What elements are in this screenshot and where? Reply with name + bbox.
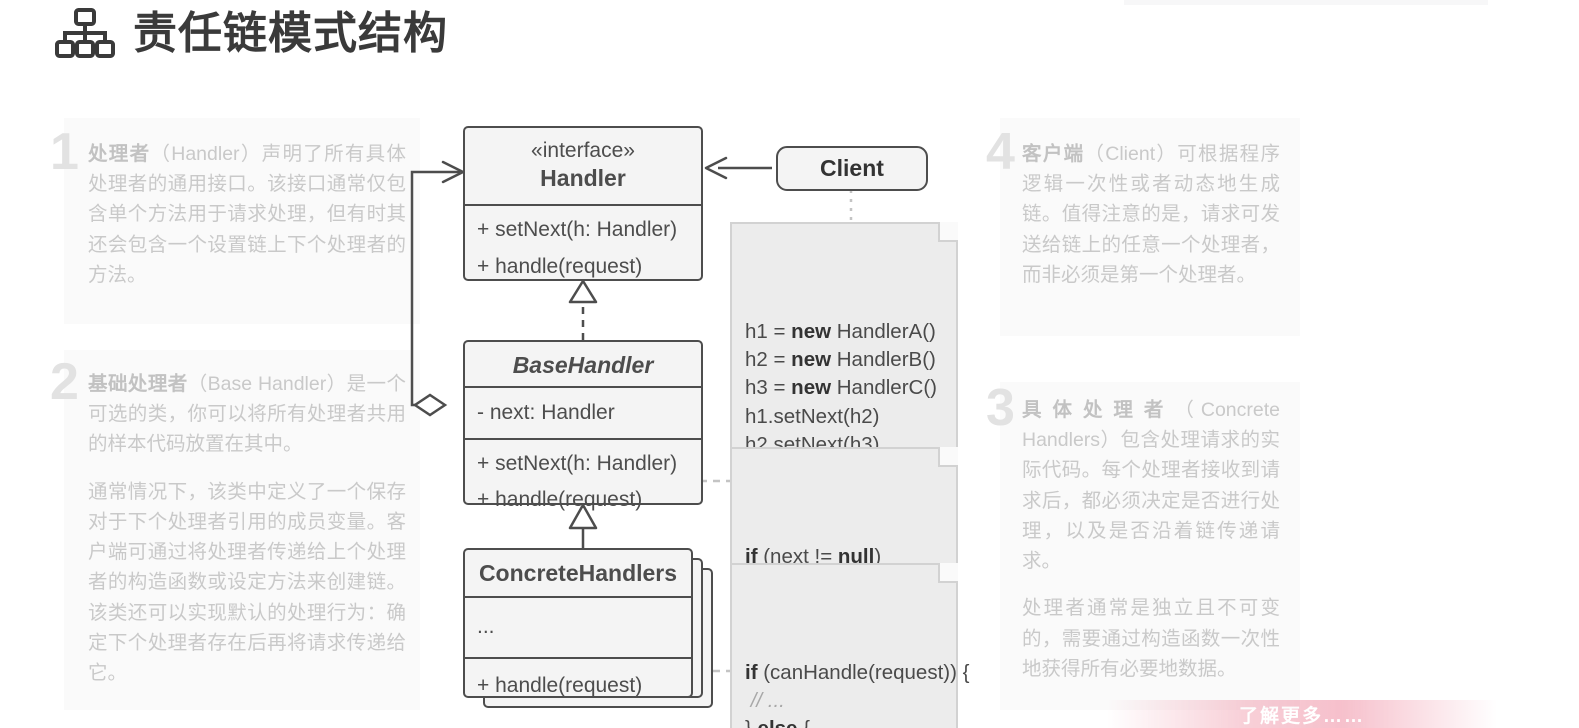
basehandler-methods: + setNext(h: Handler) + handle(request) (465, 440, 701, 524)
basehandler-method-1: + handle(request) (477, 488, 643, 512)
note-1-text: （Handler）声明了所有具体处理者的通用接口。该接口通常仅包含单个方法用于请… (88, 143, 406, 286)
note-fold-corner-icon (938, 563, 958, 583)
concretehandlers-field-0: ... (477, 615, 495, 638)
note-fold-corner-icon (938, 447, 958, 467)
concretehandlers-method-0: + handle(request) (477, 673, 643, 697)
code-note-concretehandlers: if (canHandle(request)) { // ... } else {… (730, 563, 970, 728)
note-number-3: 3 (986, 379, 1015, 437)
note-number-1: 1 (50, 123, 79, 181)
concretehandlers-methods: + handle(request) (465, 659, 691, 713)
concretehandlers-fields: ... (465, 598, 691, 659)
code-line: if (next != null) (745, 544, 882, 568)
class-box-concretehandlers[interactable]: ConcreteHandlers ... + handle(request) (463, 548, 693, 698)
note-panel-1 (64, 118, 420, 324)
code-note-concretehandlers-lines: if (canHandle(request)) { // ... } else {… (745, 659, 970, 728)
note-1-term: 处理者 (88, 143, 151, 165)
class-box-basehandler[interactable]: BaseHandler - next: Handler + setNext(h:… (463, 340, 703, 511)
note-3-term: 具体处理者 (1022, 399, 1175, 421)
basehandler-header: BaseHandler (465, 342, 701, 388)
code-line: h1 = new HandlerA() (745, 319, 936, 343)
page-title: 责任链模式结构 (133, 9, 448, 58)
code-line: if (canHandle(request)) { (745, 660, 970, 684)
top-edge-strip (1124, 0, 1488, 5)
promo-banner: 了解更多…… (1107, 700, 1497, 728)
handler-name: Handler (540, 165, 626, 192)
basehandler-fields: - next: Handler (465, 388, 701, 440)
note-2-text-a: （Base Handler）是一个可选的类，你可以将所有处理者共用的样本代码放置… (88, 373, 406, 456)
note-4-text: （Client）可根据程序逻辑一次性或者动态地生成链。值得注意的是，请求可发送给… (1022, 143, 1280, 286)
basehandler-field-0: - next: Handler (477, 401, 615, 424)
handler-stereotype: «interface» (531, 139, 635, 162)
note-2-text-b: 通常情况下，该类中定义了一个保存对于下个处理者引用的成员变量。客户端可通过将处理… (88, 480, 406, 684)
class-box-client[interactable]: Client (776, 146, 928, 191)
handler-method-1: + handle(request) (477, 254, 643, 278)
note-3-text-a: （Concrete Handlers）包含处理请求的实际代码。每个处理者接收到请… (1022, 399, 1280, 573)
note-body-4: 客户端（Client）可根据程序逻辑一次性或者动态地生成链。值得注意的是，请求可… (1022, 139, 1280, 290)
note-body-3: 具体处理者（Concrete Handlers）包含处理请求的实际代码。每个处理… (1022, 395, 1280, 684)
note-4-term: 客户端 (1022, 143, 1085, 165)
code-line: h3 = new HandlerC() (745, 376, 937, 400)
code-line: } else { (745, 715, 944, 728)
code-line: h2 = new HandlerB() (745, 348, 936, 372)
basehandler-name: BaseHandler (512, 352, 654, 378)
hierarchy-icon (55, 8, 115, 60)
promo-banner-text: 了解更多…… (1238, 705, 1365, 727)
note-panel-4 (1000, 118, 1300, 336)
handler-methods: + setNext(h: Handler) + handle(request) (465, 206, 701, 290)
client-name: Client (820, 155, 884, 181)
note-panel-2 (64, 350, 420, 710)
note-number-4: 4 (986, 123, 1015, 181)
handler-header: «interface» Handler (465, 128, 701, 206)
code-line: // ... (745, 689, 785, 713)
class-box-handler[interactable]: «interface» Handler + setNext(h: Handler… (463, 126, 703, 281)
note-panel-3 (1000, 382, 1300, 710)
note-2-term: 基础处理者 (88, 373, 188, 395)
note-number-2: 2 (50, 353, 79, 411)
basehandler-method-0: + setNext(h: Handler) (477, 451, 678, 475)
page-title-row: 责任链模式结构 (55, 8, 448, 60)
code-line: h1.setNext(h2) (745, 404, 880, 428)
note-body-2: 基础处理者（Base Handler）是一个可选的类，你可以将所有处理者共用的样… (88, 369, 406, 688)
handler-method-0: + setNext(h: Handler) (477, 218, 678, 241)
note-fold-corner-icon (938, 222, 958, 242)
note-body-1: 处理者（Handler）声明了所有具体处理者的通用接口。该接口通常仅包含单个方法… (88, 139, 406, 290)
note-3-text-b: 处理者通常是独立且不可变的，需要通过构造函数一次性地获得所有必要地数据。 (1022, 597, 1280, 680)
concretehandlers-name: ConcreteHandlers (478, 560, 678, 586)
concretehandlers-header: ConcreteHandlers (465, 550, 691, 598)
